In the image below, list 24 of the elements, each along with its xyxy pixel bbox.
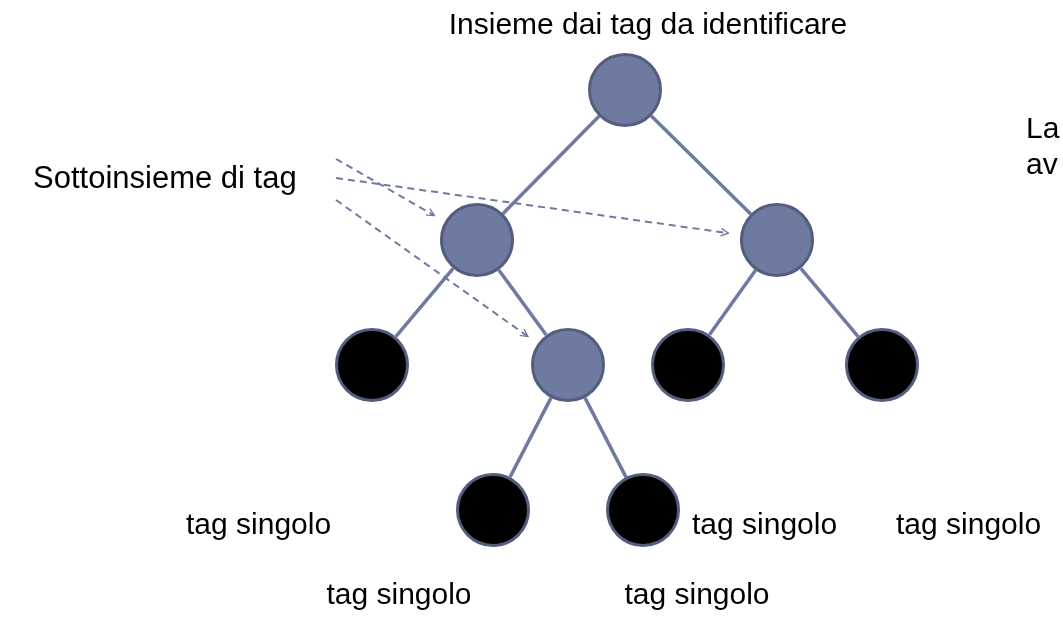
connector-line (497, 268, 548, 337)
tree-node-circle (531, 328, 605, 402)
tree-node-circle (740, 203, 814, 277)
text-label: Sottoinsieme di tag (33, 152, 336, 204)
arrow (335, 177, 730, 237)
text-label: tag singolo (896, 506, 1042, 542)
text-label: av (1026, 146, 1058, 182)
tree-node-circle (440, 203, 514, 277)
connector-line (583, 397, 628, 478)
node-caption: Insieme dai tag da identificare (448, 6, 848, 42)
connector-line (508, 397, 553, 478)
arrow (335, 158, 436, 217)
node-caption: tag singolo (326, 576, 472, 612)
node-caption: tag singolo (624, 576, 770, 612)
connector-line (799, 267, 860, 338)
connector-line (394, 267, 455, 338)
arrow (335, 199, 530, 338)
text-label: La (1026, 110, 1060, 146)
text-label: tag singolo (186, 506, 332, 542)
text-label: tag singolo (692, 506, 838, 542)
connector-line (708, 269, 757, 336)
connector-line (650, 114, 752, 216)
tree-node-circle (588, 53, 662, 127)
connector-line (501, 115, 601, 215)
